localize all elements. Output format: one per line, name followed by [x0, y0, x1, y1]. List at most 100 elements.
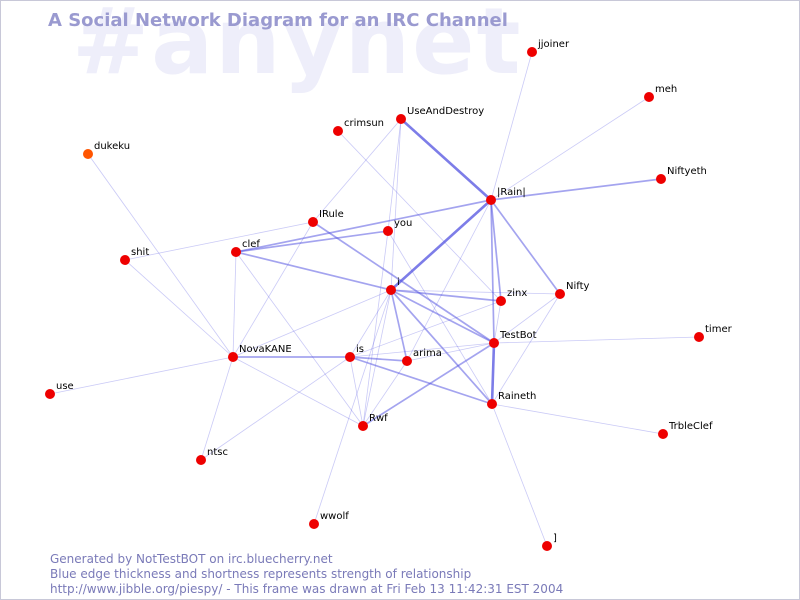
edge-crimsun-zinx	[337, 130, 502, 302]
node-label-crimsun: crimsun	[344, 118, 384, 129]
node-label-zinx: zinx	[507, 288, 527, 299]
node-label-dukeku: dukeku	[94, 141, 130, 152]
node-is: is	[345, 344, 364, 362]
node-dot-Rwf	[358, 421, 368, 431]
node-label-jjoiner: jjoiner	[537, 39, 570, 50]
node-label-Raineth: Raineth	[498, 391, 536, 402]
node-UseAndDestroy: UseAndDestroy	[396, 106, 484, 124]
node-zinx: zinx	[496, 288, 527, 306]
edge-TestBot-is	[349, 342, 495, 358]
node-label-meh: meh	[655, 84, 677, 95]
edge-is-ntsc	[200, 356, 351, 461]
edge-TestBot-Raineth	[490, 342, 496, 405]
node-label-NovaKANE: NovaKANE	[239, 344, 292, 355]
edge-zinx-TestBot	[493, 300, 502, 344]
node-dot-you	[383, 226, 393, 236]
node-dot-timer	[694, 332, 704, 342]
node-label-i: i	[397, 277, 400, 288]
edge-Rain-Nifty	[490, 199, 561, 295]
node-meh: meh	[644, 84, 677, 102]
node-label-is: is	[356, 344, 364, 355]
edge-UseAndDestroy-Rain	[400, 118, 492, 201]
edge-i-wwolf	[313, 289, 392, 525]
node-Niftyeth: Niftyeth	[656, 166, 707, 184]
node-timer: timer	[694, 324, 733, 342]
edge-Rain-clef	[235, 199, 492, 253]
node-wwolf: wwolf	[309, 511, 349, 529]
node-dot-bracket	[542, 541, 552, 551]
node-label-you: you	[394, 218, 412, 229]
node-i: i	[386, 277, 400, 295]
node-dot-shit	[120, 255, 130, 265]
node-you: you	[383, 218, 412, 236]
node-dot-jjoiner	[527, 47, 537, 57]
footer: Generated by NotTestBOT on irc.bluecherr…	[50, 552, 563, 597]
edge-i-is	[349, 289, 392, 358]
node-label-shit: shit	[131, 247, 149, 258]
edge-UseAndDestroy-IRule	[312, 118, 402, 223]
node-label-Rain: |Rain|	[497, 187, 526, 198]
node-dukeku: dukeku	[83, 141, 130, 159]
node-NovaKANE: NovaKANE	[228, 344, 292, 362]
node-label-bracket: ]	[553, 533, 557, 544]
node-TestBot: TestBot	[489, 330, 537, 348]
node-layer: jjoiner meh crimsun UseAndDestroy dukekuNift…	[45, 39, 733, 551]
node-dot-dukeku	[83, 149, 93, 159]
node-label-Nifty: Nifty	[566, 281, 590, 292]
edge-IRule-TestBot	[312, 221, 495, 344]
edge-clef-Rwf	[235, 251, 364, 427]
node-Rwf: Rwf	[358, 413, 388, 431]
edge-NovaKANE-ntsc	[200, 356, 234, 461]
node-dot-clef	[231, 247, 241, 257]
node-label-UseAndDestroy: UseAndDestroy	[407, 106, 484, 117]
node-IRule: IRule	[308, 209, 344, 227]
node-TrbleClef: TrbleClef	[658, 421, 713, 439]
edge-you-Raineth	[387, 230, 493, 405]
node-label-TestBot: TestBot	[499, 330, 537, 341]
edge-i-zinx	[390, 289, 502, 302]
node-shit: shit	[120, 247, 149, 265]
node-dot-meh	[644, 92, 654, 102]
edge-Rain-TestBot	[490, 199, 495, 344]
edge-Nifty-TestBot	[493, 293, 561, 344]
node-label-TrbleClef: TrbleClef	[668, 421, 713, 432]
edge-arima-Rwf	[362, 360, 408, 427]
node-Raineth: Raineth	[487, 391, 536, 409]
node-dot-TestBot	[489, 338, 499, 348]
edge-dukeku-NovaKANE	[87, 153, 234, 358]
node-ntsc: ntsc	[196, 447, 228, 465]
node-dot-Nifty	[555, 289, 565, 299]
edge-Raineth-TrbleClef	[491, 403, 664, 435]
footer-url-timestamp: http://www.jibble.org/piespy/ - This fra…	[50, 582, 564, 596]
edge-Rain-arima	[406, 199, 492, 362]
edge-is-Rwf	[349, 356, 364, 427]
node-use: use	[45, 381, 74, 399]
node-dot-i	[386, 285, 396, 295]
edge-Raineth-Nifty	[491, 293, 561, 405]
node-dot-wwolf	[309, 519, 319, 529]
edge-i-NovaKANE	[232, 289, 392, 358]
edge-TestBot-timer	[493, 336, 700, 344]
node-label-ntsc: ntsc	[207, 447, 228, 458]
edge-you-Rwf	[362, 230, 389, 427]
node-label-Rwf: Rwf	[369, 413, 388, 424]
edge-Niftyeth-Rain	[490, 178, 662, 201]
node-label-use: use	[56, 381, 74, 392]
node-clef: clef	[231, 239, 260, 257]
node-dot-use	[45, 389, 55, 399]
edge-Rain-i	[390, 199, 492, 291]
edge-is-zinx	[349, 300, 502, 358]
node-dot-TrbleClef	[658, 429, 668, 439]
edge-TestBot-arima	[406, 342, 495, 362]
diagram-title: A Social Network Diagram for an IRC Chan…	[48, 10, 508, 31]
node-dot-NovaKANE	[228, 352, 238, 362]
edge-i-TestBot	[390, 289, 495, 344]
node-label-clef: clef	[242, 239, 260, 250]
edge-Rain-zinx	[490, 199, 502, 302]
edge-IRule-NovaKANE	[232, 221, 314, 358]
edge-i-arima	[390, 289, 408, 362]
node-label-wwolf: wwolf	[320, 511, 349, 522]
edge-i-Nifty	[390, 289, 561, 295]
node-dot-Niftyeth	[656, 174, 666, 184]
